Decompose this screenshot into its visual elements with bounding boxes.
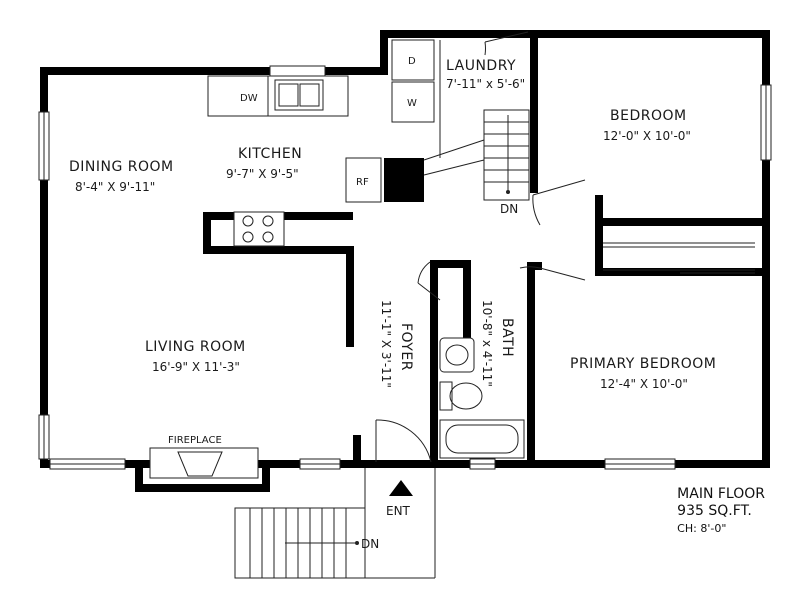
primary-bedroom-name: PRIMARY BEDROOM bbox=[570, 356, 716, 372]
exterior-walls bbox=[40, 30, 770, 468]
floor-info: MAIN FLOOR 935 SQ.FT. CH: 8'-0" bbox=[677, 486, 765, 537]
stairs-down-label-top: DN bbox=[500, 202, 518, 216]
exterior-stairs bbox=[234, 468, 436, 579]
laundry-name: LAUNDRY bbox=[446, 58, 516, 74]
doors bbox=[375, 31, 755, 463]
living-dims: 16'-9" X 11'-3" bbox=[152, 360, 240, 374]
stairs-down-label-bottom: DN bbox=[361, 537, 379, 551]
foyer-dims: 11'-1" X 3'-11" bbox=[379, 300, 393, 388]
refrigerator-label: RF bbox=[356, 177, 369, 188]
floor-level: MAIN FLOOR bbox=[677, 486, 765, 502]
fireplace-label: FIREPLACE bbox=[168, 435, 222, 446]
bath-name: BATH bbox=[499, 318, 515, 357]
dining-dims: 8'-4" X 9'-11" bbox=[75, 180, 155, 194]
laundry-dims: 7'-11" x 5'-6" bbox=[446, 77, 525, 91]
washer-label: W bbox=[407, 98, 417, 109]
kitchen-fixtures bbox=[207, 75, 382, 247]
dishwasher-label: DW bbox=[240, 93, 258, 104]
bedroom-name: BEDROOM bbox=[610, 108, 687, 124]
foyer-name: FOYER bbox=[398, 323, 414, 371]
fixture-labels: D W DW RF FIREPLACE DN DN ENT bbox=[168, 56, 518, 551]
ceiling-height: CH: 8'-0" bbox=[677, 522, 727, 535]
kitchen-dims: 9'-7" X 9'-5" bbox=[226, 167, 299, 181]
dryer-label: D bbox=[408, 56, 416, 67]
dining-name: DINING ROOM bbox=[69, 159, 174, 175]
room-labels: LAUNDRY 7'-11" x 5'-6" BEDROOM 12'-0" X … bbox=[69, 58, 716, 391]
interior-stairs bbox=[423, 109, 530, 201]
fireplace-bump bbox=[135, 447, 270, 492]
kitchen-name: KITCHEN bbox=[238, 146, 302, 162]
bath-fixtures bbox=[439, 337, 525, 459]
entry-label: ENT bbox=[386, 504, 411, 518]
bath-dims: 10'-8" x 4'-11" bbox=[480, 300, 494, 387]
entry-arrow-icon bbox=[389, 480, 413, 496]
windows bbox=[38, 65, 772, 470]
floor-area: 935 SQ.FT. bbox=[677, 503, 752, 519]
living-name: LIVING ROOM bbox=[145, 339, 246, 355]
laundry-fixtures bbox=[391, 39, 441, 158]
bedroom-dims: 12'-0" X 10'-0" bbox=[603, 129, 691, 143]
primary-bedroom-dims: 12'-4" X 10'-0" bbox=[600, 377, 688, 391]
